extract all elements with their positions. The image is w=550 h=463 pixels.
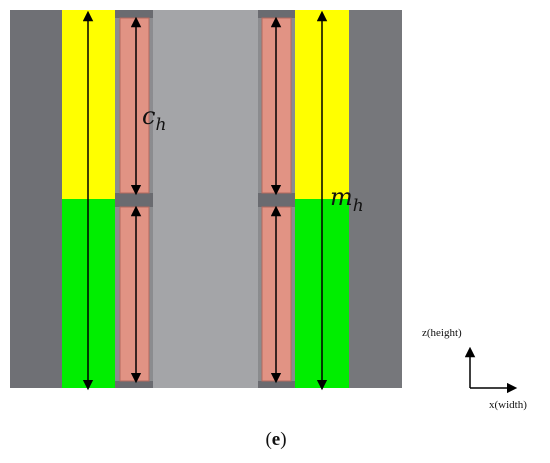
left-coil-gap-top xyxy=(115,10,153,18)
magnet-height-label: mh xyxy=(330,183,364,216)
xz-axis-icon xyxy=(464,346,518,394)
z-axis-label: z(height) xyxy=(422,327,462,339)
left-outer-wall xyxy=(10,10,62,388)
panel-caption-letter: e xyxy=(272,429,280,450)
magnet-height-label-sub: h xyxy=(353,196,364,216)
left-coil-lower xyxy=(119,206,150,382)
panel-caption-open: ( xyxy=(265,429,271,450)
right-coil-gap-mid xyxy=(258,193,295,207)
coil-height-label: ch xyxy=(142,102,166,135)
x-axis-label: x(width) xyxy=(489,399,527,411)
right-coil-gap-top xyxy=(258,10,295,18)
right-outer-wall xyxy=(349,10,402,388)
center-channel xyxy=(153,10,258,388)
magnet-height-label-main: m xyxy=(330,183,353,211)
panel-caption: (e) xyxy=(265,429,286,450)
panel-caption-close: ) xyxy=(280,429,286,450)
coil-height-label-main: c xyxy=(142,102,155,130)
right-coil-gap-bottom xyxy=(258,381,295,388)
left-coil-gap-mid xyxy=(115,193,153,207)
coil-height-label-sub: h xyxy=(155,115,166,135)
left-coil-gap-bottom xyxy=(115,381,153,388)
